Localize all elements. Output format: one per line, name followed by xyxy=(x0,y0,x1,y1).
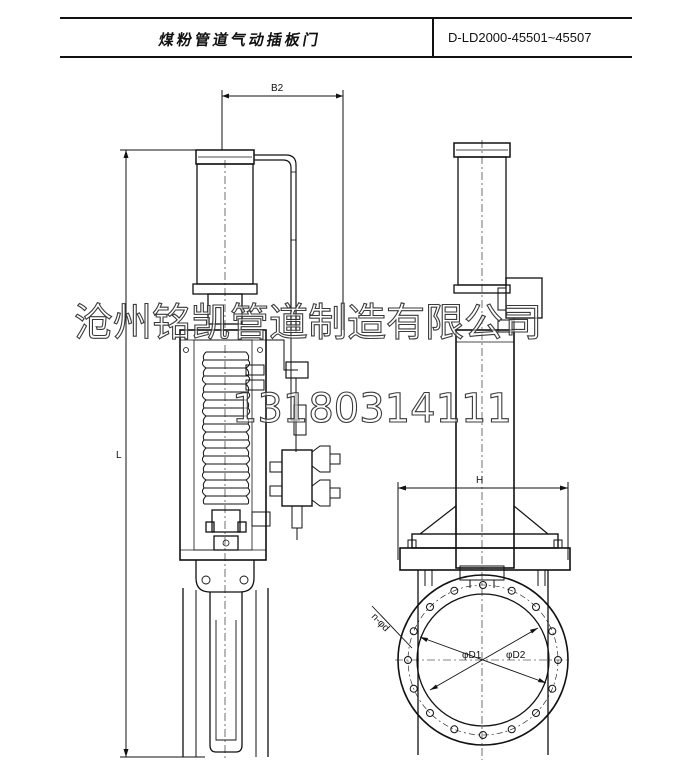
dim-d1: φD1 xyxy=(462,650,482,661)
title-block: 煤粉管道气动插板门 D-LD2000-45501~45507 xyxy=(60,17,632,58)
solenoid-valve xyxy=(266,332,341,540)
dim-l: L xyxy=(116,450,122,461)
side-view: H xyxy=(369,140,571,760)
title-divider xyxy=(432,19,434,56)
dim-d2: φD2 xyxy=(506,650,526,661)
dim-h: H xyxy=(476,475,483,486)
front-view: B2 L xyxy=(116,83,344,760)
drawing-code: D-LD2000-45501~45507 xyxy=(448,30,592,45)
dim-b2: B2 xyxy=(271,83,284,94)
dim-n-d: n-φd xyxy=(369,611,391,634)
bolt-holes xyxy=(404,581,562,739)
bellows xyxy=(201,345,251,760)
